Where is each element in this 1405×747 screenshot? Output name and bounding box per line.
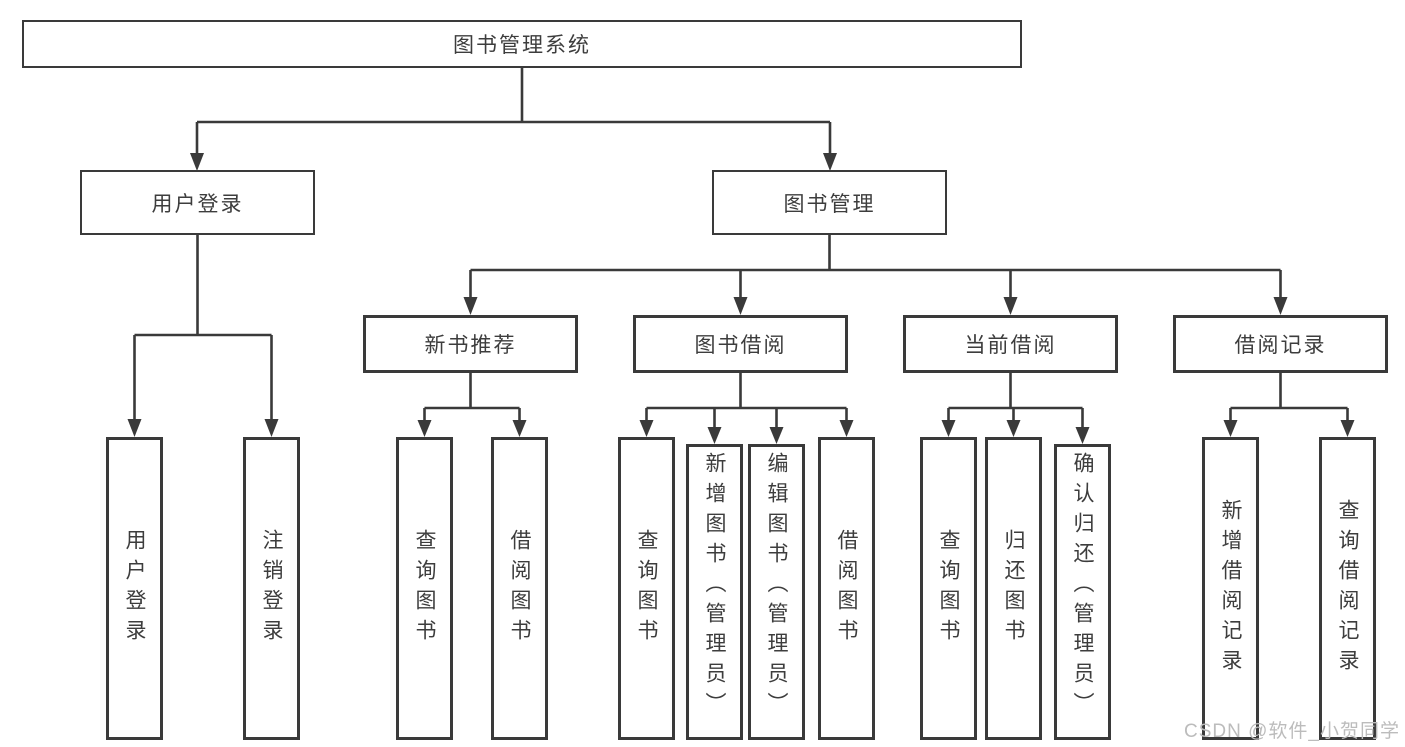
node-book-borrowing: 图书借阅 [633,315,848,373]
connector-book-borrowing-branches [639,373,854,444]
leaf-logout-label: 注销登录 [260,528,283,649]
leaf-add-books-admin: 新增图书（管理员） [686,444,743,740]
connector-root-branches [190,68,837,171]
node-library-management-system: 图书管理系统 [22,20,1022,68]
leaf-add-borrow-record: 新增借阅记录 [1202,437,1259,740]
connector-current-borrowing-branches [941,373,1090,444]
leaf-query-books-recommendation-label: 查询图书 [413,528,436,649]
node-user-login-module: 用户登录 [80,170,315,235]
leaf-borrow-books-borrowing-label: 借阅图书 [835,528,858,649]
leaf-return-books: 归还图书 [985,437,1042,740]
leaf-add-borrow-record-label: 新增借阅记录 [1219,498,1242,679]
leaf-edit-books-admin-label: 编辑图书（管理员） [765,452,788,722]
node-borrowing-records-label: 借阅记录 [1234,334,1327,357]
connector-book-management-branches [463,235,1288,315]
leaf-add-books-admin-label: 新增图书（管理员） [703,452,726,722]
leaf-logout: 注销登录 [243,437,300,740]
leaf-return-books-label: 归还图书 [1002,528,1025,649]
leaf-query-books-borrowing-label: 查询图书 [635,528,658,649]
connector-user-login-branches [127,235,279,437]
node-book-borrowing-label: 图书借阅 [694,334,787,357]
node-library-management-system-label: 图书管理系统 [453,34,591,57]
node-book-management-module: 图书管理 [712,170,947,235]
node-current-borrowing-label: 当前借阅 [964,334,1057,357]
leaf-user-login-label: 用户登录 [123,528,146,649]
node-book-management-module-label: 图书管理 [783,192,876,216]
leaf-borrow-books-recommendation: 借阅图书 [491,437,548,740]
leaf-query-books-recommendation: 查询图书 [396,437,453,740]
leaf-query-books-current-label: 查询图书 [937,528,960,649]
leaf-borrow-books-borrowing: 借阅图书 [818,437,875,740]
leaf-query-borrow-record-label: 查询借阅记录 [1336,498,1359,679]
node-current-borrowing: 当前借阅 [903,315,1118,373]
leaf-confirm-return-admin: 确认归还（管理员） [1054,444,1111,740]
leaf-query-books-current: 查询图书 [920,437,977,740]
leaf-query-borrow-record: 查询借阅记录 [1319,437,1376,740]
leaf-user-login: 用户登录 [106,437,163,740]
leaf-confirm-return-admin-label: 确认归还（管理员） [1071,452,1094,722]
leaf-borrow-books-recommendation-label: 借阅图书 [508,528,531,649]
connector-new-book-recommendation-branches [417,373,527,437]
leaf-edit-books-admin: 编辑图书（管理员） [748,444,805,740]
node-new-book-recommendation: 新书推荐 [363,315,578,373]
node-borrowing-records: 借阅记录 [1173,315,1388,373]
node-user-login-module-label: 用户登录 [151,192,244,216]
leaf-query-books-borrowing: 查询图书 [618,437,675,740]
node-new-book-recommendation-label: 新书推荐 [424,334,517,357]
watermark: CSDN @软件_小贺同学 [1184,721,1400,742]
connector-borrowing-records-branches [1223,373,1355,437]
